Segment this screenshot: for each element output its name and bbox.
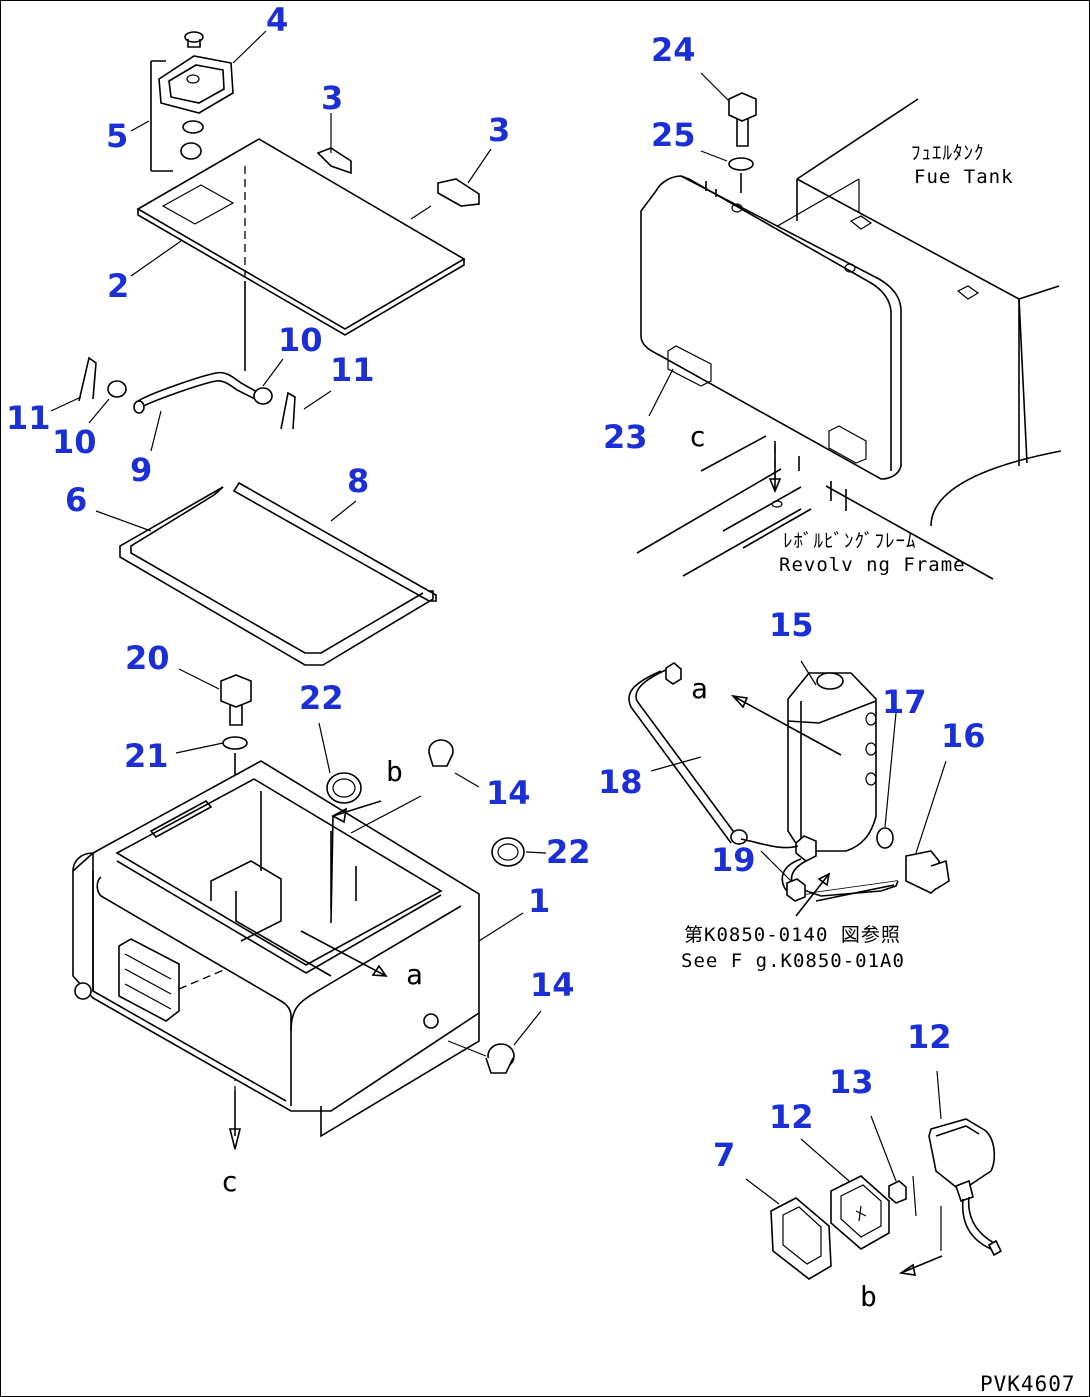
revolving-frame-label-jp: ﾚﾎﾞﾙﾋﾞﾝｸﾞﾌﾚｰﾑ xyxy=(783,530,917,552)
callout-10b: 10 xyxy=(52,423,97,461)
fuel-tank-label-en: Fue Tank xyxy=(914,166,1014,188)
letter-c-bottom: c xyxy=(221,1165,238,1198)
letter-b-top: b xyxy=(386,755,403,788)
seal-frame xyxy=(119,481,437,666)
lamp-assembly xyxy=(770,1118,1003,1280)
drawing-code: PVK4607 xyxy=(980,1372,1076,1396)
callout-21: 21 xyxy=(124,737,169,775)
reference-note-jp: 第K0850-0140 図参照 xyxy=(684,924,901,946)
callout-14a: 14 xyxy=(486,774,531,812)
callout-8: 8 xyxy=(347,462,369,500)
callout-6: 6 xyxy=(65,481,87,519)
callout-25: 25 xyxy=(651,116,696,154)
callout-7: 7 xyxy=(713,1136,735,1174)
revolving-frame-label-en: Revolv ng Frame xyxy=(779,554,966,576)
callout-20: 20 xyxy=(125,639,170,677)
callout-13: 13 xyxy=(829,1063,874,1101)
callout-15: 15 xyxy=(769,606,814,644)
fuel-tank-label-jp: ﾌｭｴﾙﾀﾝｸ xyxy=(911,142,985,164)
callout-17: 17 xyxy=(882,683,927,721)
letter-c-right: c xyxy=(689,420,706,453)
switch-box-assembly xyxy=(628,662,950,917)
callout-2: 2 xyxy=(107,267,129,305)
callout-9: 9 xyxy=(130,451,152,489)
letter-a-mid: a xyxy=(406,958,423,991)
reference-letters: b a c c a b xyxy=(221,420,877,1313)
callout-11b: 11 xyxy=(6,399,51,437)
callout-22b: 22 xyxy=(546,833,591,871)
callout-3a: 3 xyxy=(321,79,343,117)
callout-5: 5 xyxy=(106,117,128,155)
notes: ﾌｭｴﾙﾀﾝｸ Fue Tank ﾚﾎﾞﾙﾋﾞﾝｸﾞﾌﾚｰﾑ Revolv ng… xyxy=(681,142,1076,1396)
letter-b-bottom: b xyxy=(860,1280,877,1313)
callout-3b: 3 xyxy=(488,111,510,149)
callout-24: 24 xyxy=(651,31,696,69)
letter-a-right: a xyxy=(691,672,708,705)
box-body xyxy=(72,674,525,1150)
callout-12b: 12 xyxy=(769,1098,814,1136)
callout-12a: 12 xyxy=(907,1018,952,1056)
callout-18: 18 xyxy=(598,763,643,801)
callout-19: 19 xyxy=(711,841,756,879)
mounting-to-fuel-tank xyxy=(636,92,1062,580)
callout-1: 1 xyxy=(528,882,550,920)
callout-4: 4 xyxy=(266,1,288,39)
reference-note-en: See F g.K0850-01A0 xyxy=(681,950,905,972)
callout-14b: 14 xyxy=(530,966,575,1004)
callout-numbers: 4 3 3 5 2 10 11 11 10 9 6 8 20 22 21 14 … xyxy=(6,1,986,1174)
cover-plate-assembly xyxy=(78,31,480,430)
callout-23: 23 xyxy=(603,418,648,456)
callout-22a: 22 xyxy=(299,679,344,717)
callout-11a: 11 xyxy=(330,351,375,389)
callout-16: 16 xyxy=(941,717,986,755)
callout-10a: 10 xyxy=(278,321,323,359)
leader-lines xyxy=(50,30,947,1205)
